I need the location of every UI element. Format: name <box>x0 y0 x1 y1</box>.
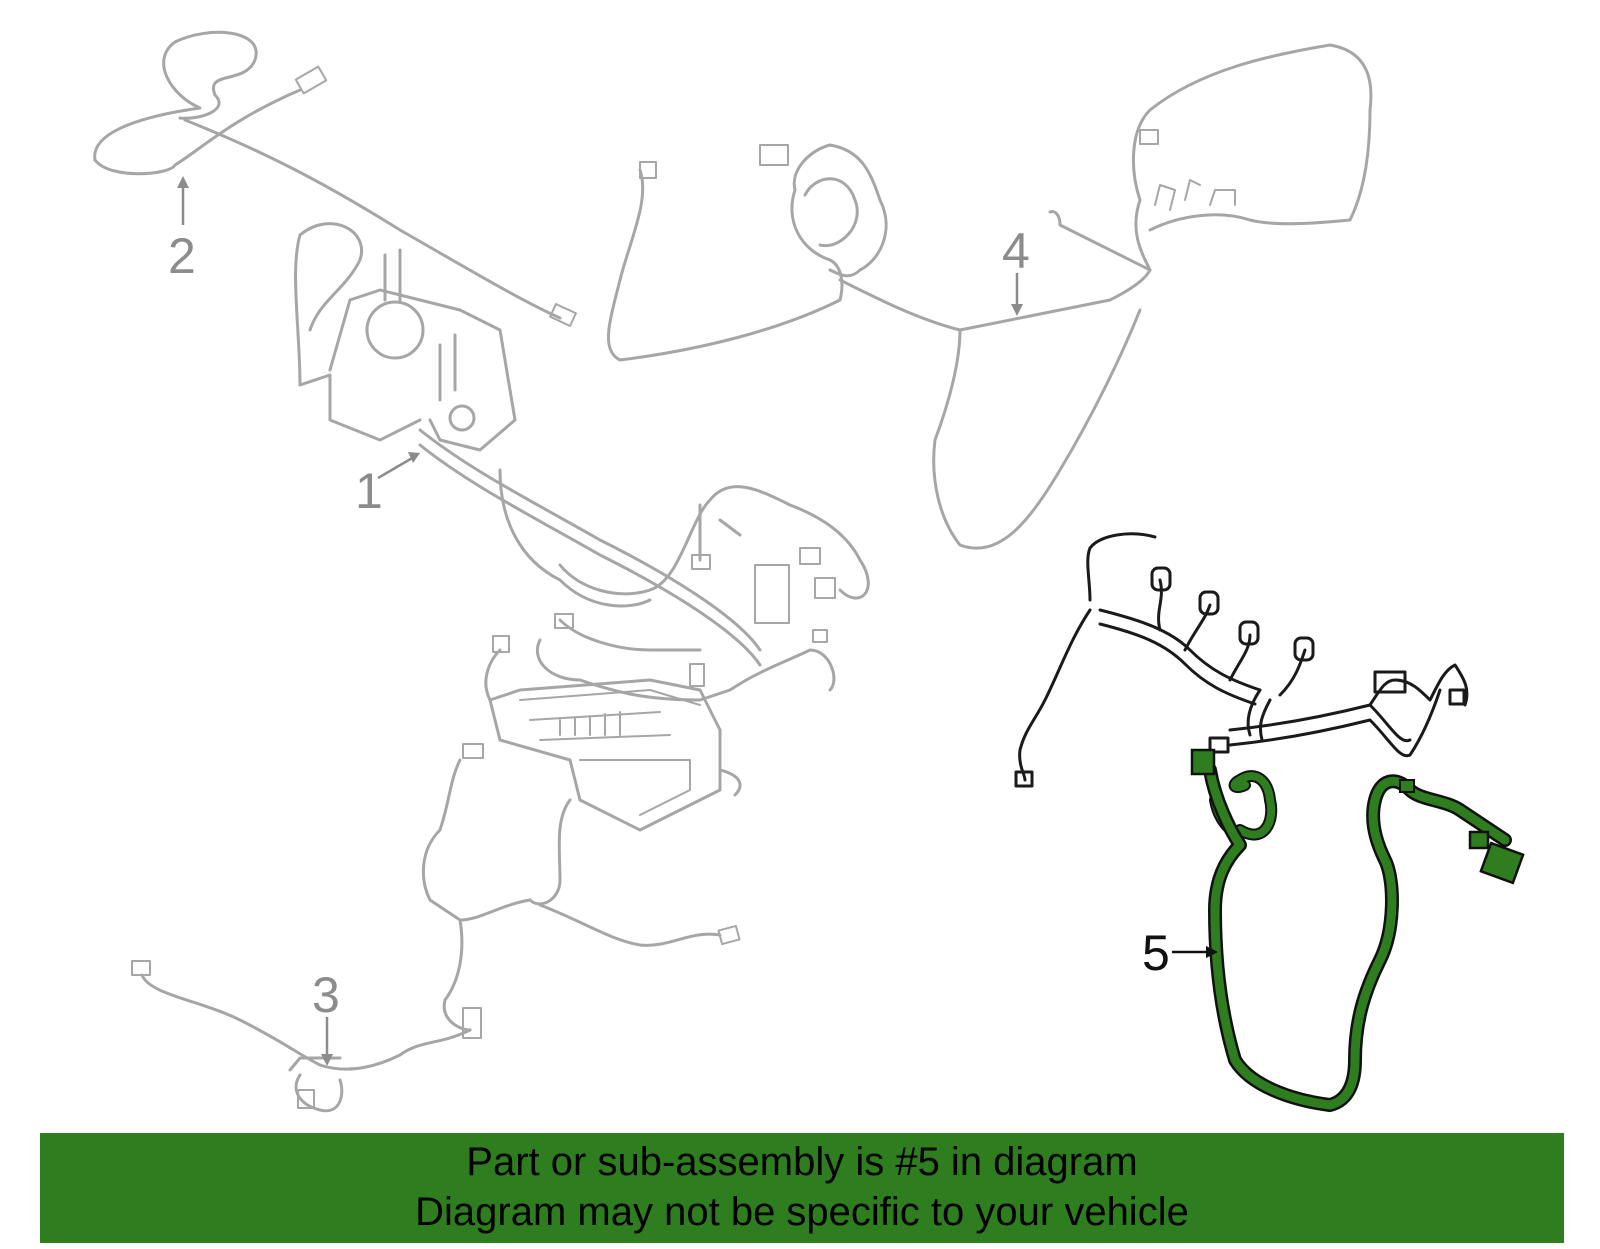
part-5-harness <box>1190 748 1525 1112</box>
part-1-harness <box>294 222 870 1039</box>
banner-line-part: Part or sub-assembly is #5 in diagram <box>466 1140 1138 1184</box>
connecting-harness <box>1014 532 1469 788</box>
callout-1-arrow <box>377 452 420 480</box>
callout-4: 4 <box>1002 223 1030 279</box>
callout-5: 5 <box>1142 925 1170 981</box>
callout-3-arrow <box>321 1017 333 1066</box>
callout-2-arrow <box>177 176 189 225</box>
callout-2: 2 <box>168 228 196 284</box>
part-3-harness <box>131 960 472 1113</box>
callout-3: 3 <box>312 967 340 1023</box>
part-2-harness <box>93 30 577 327</box>
callout-1: 1 <box>355 463 383 519</box>
banner-line-disclaimer: Diagram may not be specific to your vehi… <box>415 1190 1189 1234</box>
callout-5-arrow <box>1172 946 1218 958</box>
callout-4-arrow <box>1011 273 1023 316</box>
part-4-harness <box>606 43 1373 550</box>
part-info-banner: Part or sub-assembly is #5 in diagram Di… <box>40 1133 1564 1243</box>
